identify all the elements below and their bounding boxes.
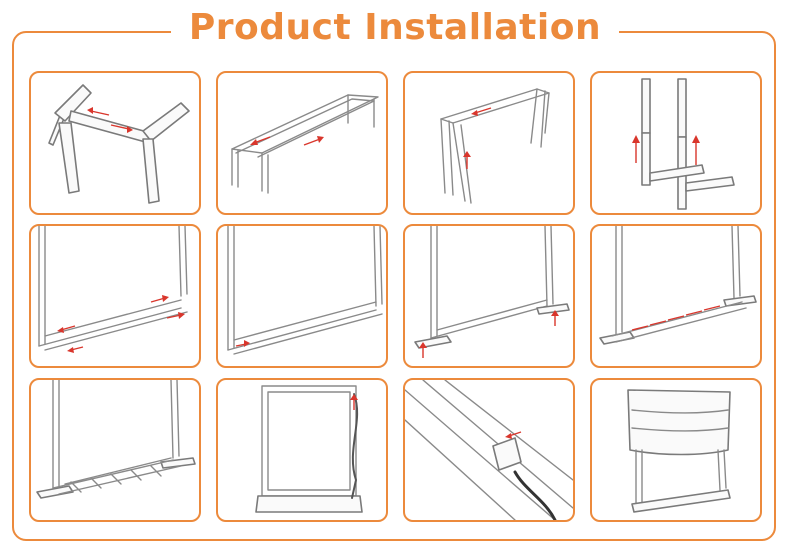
frame-bottom-complete-icon — [227, 226, 383, 355]
lighting-cable-install-icon — [255, 385, 363, 513]
step-11-panel — [403, 378, 575, 522]
step-1-panel — [29, 71, 201, 215]
page-title: Product Installation — [170, 4, 620, 52]
step-4-panel — [590, 71, 762, 215]
base-rails-attach-icon — [599, 226, 757, 345]
step-9-panel — [29, 378, 201, 522]
step-2-panel — [216, 71, 388, 215]
header: Product Installation — [0, 0, 790, 60]
step-10-panel — [216, 378, 388, 522]
legs-attached-frame-icon — [440, 88, 550, 204]
frame-bottom-connect-icon — [38, 226, 188, 353]
step-7-panel — [403, 224, 575, 368]
cable-connector-closeup-icon — [405, 380, 573, 520]
base-frame-finished-icon — [36, 380, 196, 499]
step-12-panel — [590, 378, 762, 522]
base-frame-assembly-icon — [231, 94, 379, 194]
step-8-panel — [590, 224, 762, 368]
fabric-cover-install-icon — [627, 389, 731, 513]
step-3-panel — [403, 71, 575, 215]
corner-tube-joint-icon — [48, 84, 190, 204]
step-6-panel — [216, 224, 388, 368]
upright-tube-insert-icon — [632, 78, 735, 210]
feet-attach-icon — [414, 226, 570, 358]
step-5-panel — [29, 224, 201, 368]
